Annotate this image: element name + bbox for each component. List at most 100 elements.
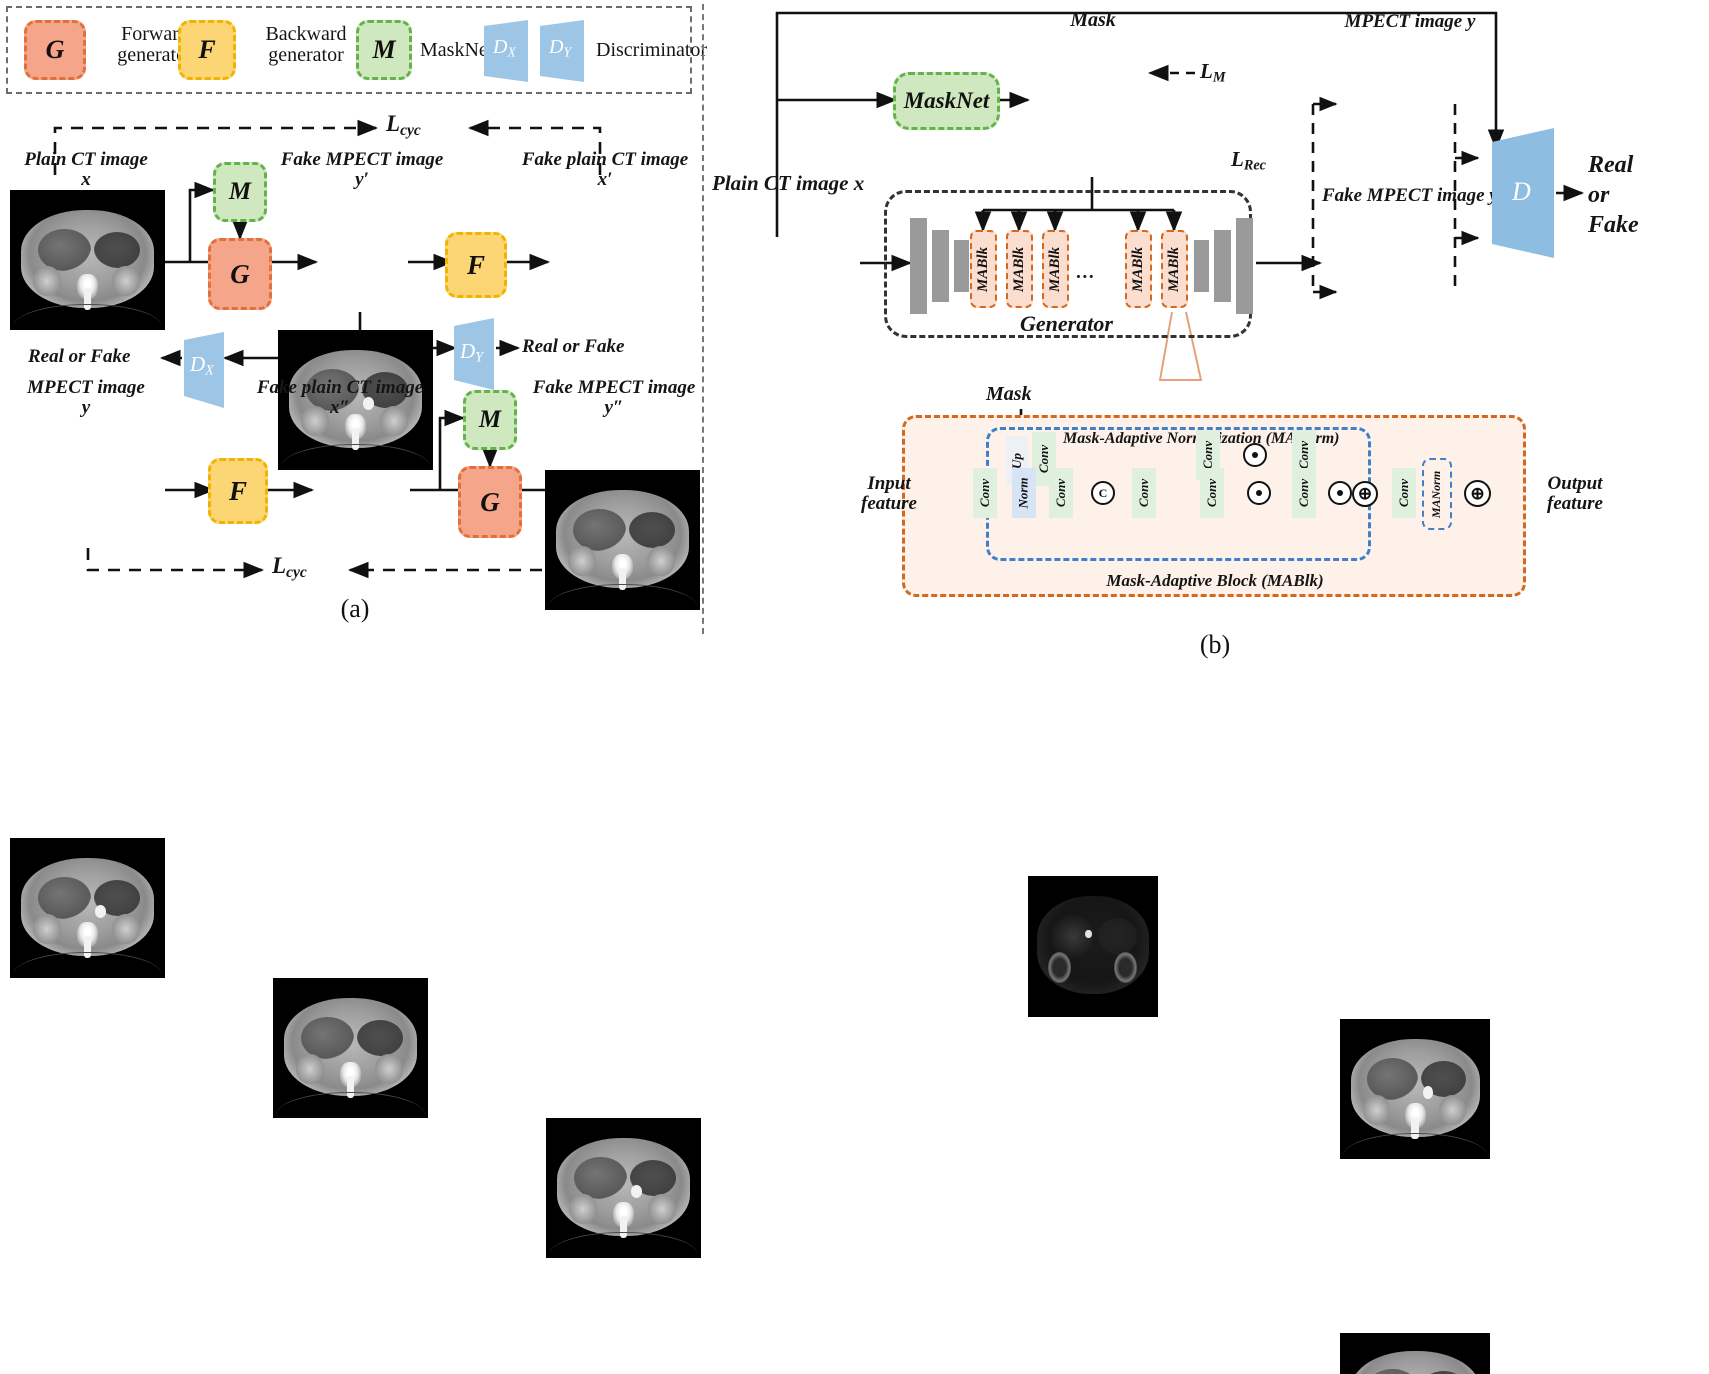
input-feature-label: Input feature <box>838 474 940 514</box>
mablk-4-label: MABlk <box>1130 246 1147 292</box>
mablk-5: MABlk <box>1161 230 1188 308</box>
mablk-4: MABlk <box>1125 230 1152 308</box>
panel-a-dy-shape <box>454 318 494 390</box>
input-feature-line2: feature <box>861 492 917 514</box>
panel-a-reconx-line2: x′ <box>597 168 613 190</box>
panel-a-masknet-bottom-symbol: M <box>478 406 502 433</box>
panel-a-masknet-bottom: M <box>463 390 517 450</box>
beta-conv: Conv <box>1200 468 1224 518</box>
panel-a-mpect-label: MPECT image y <box>6 378 166 418</box>
legend-dy-label: DY <box>549 37 571 60</box>
main-conv-2: Conv <box>1049 468 1073 518</box>
panel-b-input-label-text: Plain CT image x <box>712 171 865 195</box>
legend-dy-symbol: D <box>549 36 564 58</box>
mablk-1-label: MABlk <box>975 246 992 292</box>
legend-dy-sub: Y <box>563 44 572 60</box>
panel-a-input-line2: x <box>81 168 91 190</box>
panel-b-mask-loss-sub: M <box>1212 69 1226 86</box>
legend-discriminator-label: Discriminator <box>596 40 707 61</box>
output-feature-label: Output feature <box>1520 474 1630 514</box>
panel-b-caption: (b) <box>1160 630 1270 660</box>
panel-b-caption-text: (b) <box>1199 630 1231 659</box>
legend-masknet-badge: M <box>356 20 412 80</box>
panel-a-dy-output-text: Real or Fake <box>522 336 625 357</box>
legend-f-symbol: F <box>198 35 216 64</box>
input-feature-line1: Input <box>867 473 911 494</box>
legend-panel <box>6 6 692 94</box>
ct-image-fake-mpect <box>1340 1333 1490 1374</box>
panel-a-dy-output: Real or Fake <box>522 337 624 357</box>
panel-b-mask-loss: LM <box>1200 60 1226 86</box>
main-conv-3-label: Conv <box>1136 478 1152 508</box>
panel-a-recon-x-label: Fake plain CT image x′ <box>510 150 700 190</box>
panel-b-real-label: MPECT image y <box>1336 12 1484 32</box>
lcyc-bot-sub: cyc <box>286 563 307 581</box>
decoder-bar-1 <box>1194 240 1209 292</box>
panel-b-real-label-text: MPECT image y <box>1344 11 1476 32</box>
mablk-3: MABlk <box>1042 230 1069 308</box>
panel-b-input-label: Plain CT image x <box>712 172 864 194</box>
legend-backward-line2: generator <box>268 44 344 66</box>
decoder-bar-2 <box>1214 230 1231 302</box>
panel-b-fake-label: Fake MPECT image y′ <box>1320 186 1505 206</box>
decoder-bar-3 <box>1236 218 1253 314</box>
legend-dx-shape <box>484 20 528 82</box>
panel-a-dx-symbol: D <box>190 352 206 376</box>
encoder-bar-3 <box>954 240 969 292</box>
mask-image <box>1028 876 1158 1017</box>
multiply-op-lower <box>1247 481 1271 505</box>
panel-a-dx-output-text: Real or Fake <box>28 346 131 367</box>
add-op-manorm-label: ⊕ <box>1357 484 1373 503</box>
legend-forward-line2: generator <box>117 44 193 66</box>
panel-b-mask-title: Mask <box>1028 10 1158 31</box>
panel-a-caption: (a) <box>300 594 410 624</box>
panel-a-dx-output: Real or Fake <box>28 347 130 367</box>
concat-op: C <box>1091 481 1115 505</box>
panel-b-mask-loss-symbol: L <box>1200 59 1213 83</box>
mablk-1: MABlk <box>970 230 997 308</box>
post-conv-lower: Conv <box>1292 468 1316 518</box>
legend-m-symbol: M <box>372 35 396 64</box>
mablk-mask-input-text: Mask <box>986 383 1032 405</box>
output-feature-line1: Output <box>1547 473 1603 494</box>
concat-op-label: C <box>1098 485 1108 500</box>
panel-a-mpect-line2: y <box>81 396 91 418</box>
legend-backward-generator-label: Backward generator <box>244 24 368 66</box>
panel-a-mpect-line1: MPECT image <box>27 377 145 398</box>
legend-forward-generator-label: Forward generator <box>96 24 214 66</box>
panel-a-generator-top-symbol: G <box>230 258 250 289</box>
main-conv-1-label: Conv <box>977 478 993 508</box>
legend-backward-line1: Backward <box>265 23 347 45</box>
panel-b-out-or: or <box>1588 182 1610 208</box>
panel-a-masknet-top-symbol: M <box>228 178 252 205</box>
ct-image-plain-x <box>10 190 165 330</box>
ct-image-mpect-y <box>10 838 165 978</box>
ct-image-fake-x <box>273 978 428 1118</box>
panel-a-dy-label: DY <box>460 340 483 366</box>
ct-image-recon-x <box>545 470 700 610</box>
panel-b-discriminator-shape <box>1492 128 1554 258</box>
mablk-ellipsis-text: … <box>1076 262 1095 283</box>
panel-b-rec-loss-symbol: L <box>1231 147 1244 171</box>
multiply-op-final <box>1328 481 1352 505</box>
lcyc-top-symbol: L <box>386 111 401 136</box>
panel-b-discriminator-output: Real or Fake <box>1588 150 1639 240</box>
panel-a-recony-line1: Fake MPECT image <box>532 377 696 398</box>
panel-a-dx-label: DX <box>190 353 214 379</box>
panel-a-backward-top-symbol: F <box>466 249 485 280</box>
panel-b-d-symbol: D <box>1512 177 1531 206</box>
encoder-bar-1 <box>910 218 927 314</box>
main-norm-label: Norm <box>1016 477 1031 509</box>
panel-a-backward-bottom-symbol: F <box>228 475 247 506</box>
generator-label: Generator <box>1020 312 1113 335</box>
panel-divider <box>702 4 704 634</box>
panel-a-backward-bottom: F <box>208 458 268 524</box>
legend-forward-generator-badge: G <box>24 20 86 80</box>
gamma-conv-label: Conv <box>1200 440 1216 470</box>
panel-a-dx-shape <box>184 332 224 408</box>
add-op-residual-label: ⊕ <box>1470 483 1485 503</box>
panel-b-mask-label: Mask <box>1070 9 1116 31</box>
panel-a-fake-x-label: Fake plain CT image x″ <box>240 378 440 418</box>
multiply-op-upper <box>1243 443 1267 467</box>
mablk-2-label: MABlk <box>1011 246 1028 292</box>
